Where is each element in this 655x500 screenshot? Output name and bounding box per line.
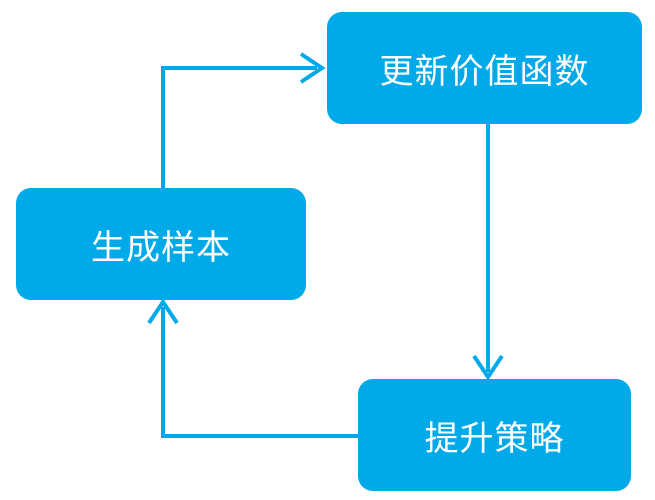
node-generate-samples-label: 生成样本 (91, 227, 231, 268)
arrow-update-to-improve (472, 124, 504, 381)
arrow-improve-to-generate (147, 298, 358, 438)
node-update-value-function-label: 更新价值函数 (379, 51, 590, 92)
node-update-value-function: 更新价值函数 (327, 12, 642, 124)
node-improve-policy-label: 提升策略 (424, 418, 565, 459)
arrow-generate-to-update (161, 52, 326, 188)
node-improve-policy: 提升策略 (358, 379, 631, 491)
node-generate-samples: 生成样本 (16, 188, 306, 300)
